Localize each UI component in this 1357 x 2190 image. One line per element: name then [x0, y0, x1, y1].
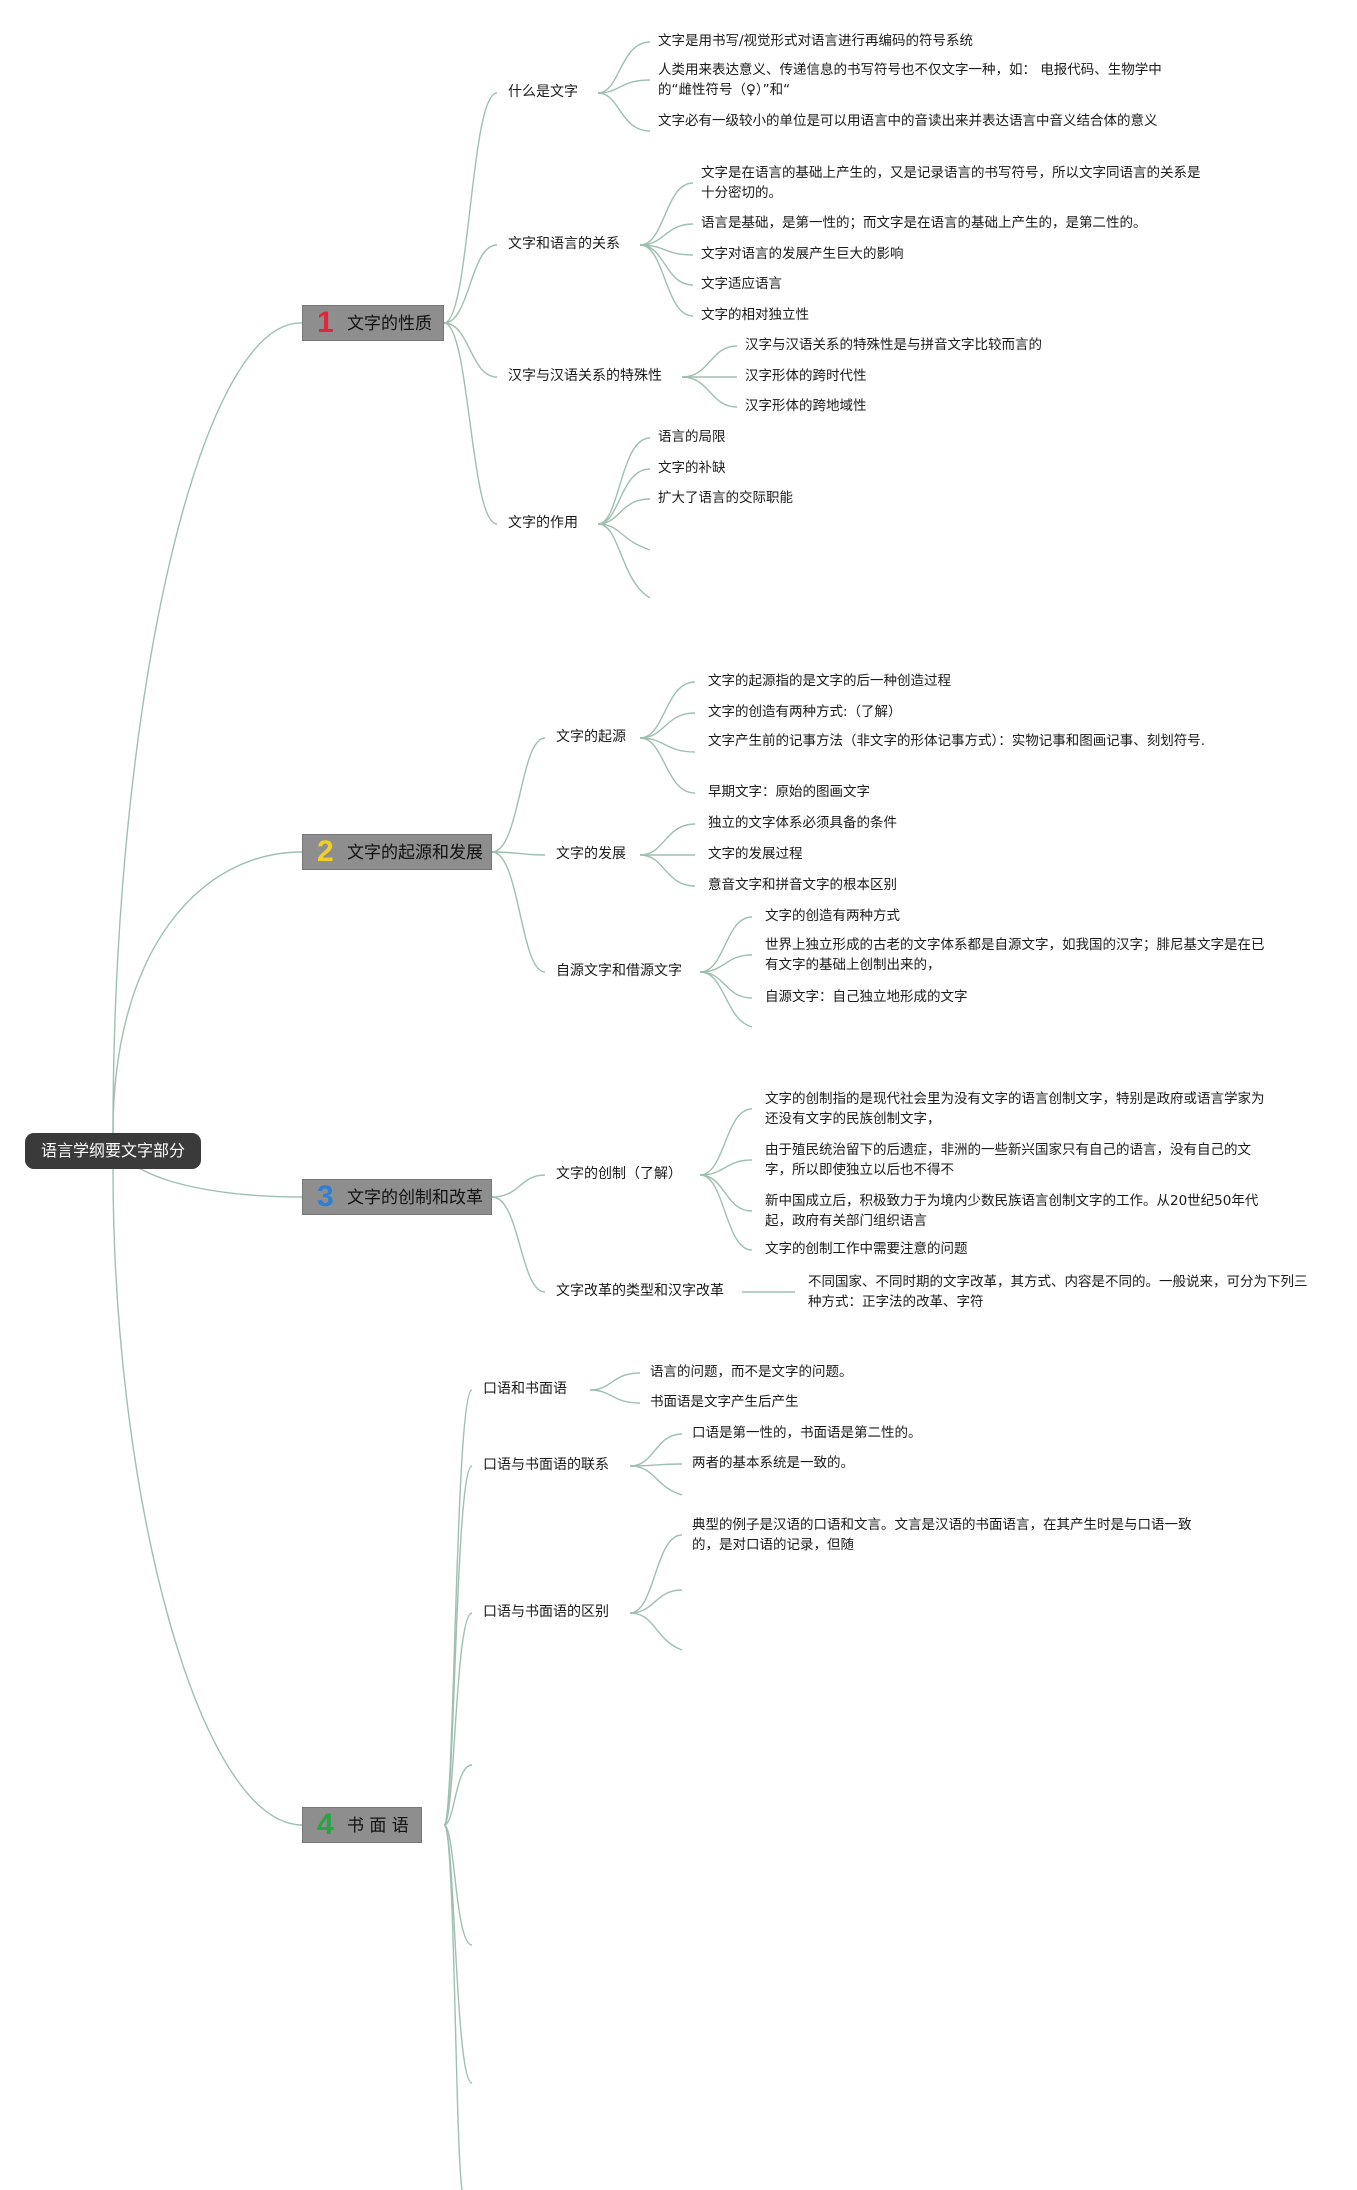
- leaf-node[interactable]: 文字的创造有两种方式: [765, 908, 900, 924]
- subtopic-writing-reform[interactable]: 文字改革的类型和汉字改革: [556, 1283, 724, 1299]
- leaf-node[interactable]: 两者的基本系统是一致的。: [692, 1455, 854, 1471]
- subtopic-writing-creation[interactable]: 文字的创制（了解）: [556, 1166, 682, 1182]
- subtopic-writing-origin[interactable]: 文字的起源: [556, 729, 626, 745]
- leaf-node[interactable]: 汉字形体的跨地域性: [745, 398, 867, 414]
- leaf-node[interactable]: 由于殖民统治留下的后遗症，非洲的一些新兴国家只有自己的语言，没有自己的文字，所以…: [765, 1142, 1251, 1178]
- main-topic-label: 文字的起源和发展: [347, 843, 483, 863]
- main-topic-4[interactable]: 4 书 面 语: [302, 1807, 422, 1843]
- leaf-node[interactable]: 文字的创制指的是现代社会里为没有文字的语言创制文字，特别是政府或语言学家为还没有…: [765, 1091, 1265, 1127]
- leaf-node[interactable]: 文字的创造有两种方式:（了解）: [708, 704, 902, 720]
- leaf-node[interactable]: 文字必有一级较小的单位是可以用语言中的音读出来并表达语言中音义结合体的意义: [658, 113, 1158, 129]
- leaf-node[interactable]: 书面语是文字产生后产生: [650, 1394, 799, 1410]
- leaf-node[interactable]: 文字产生前的记事方法（非文字的形体记事方式）：实物记事和图画记事、刻划符号.: [708, 733, 1206, 749]
- subtopic-writing-function[interactable]: 文字的作用: [508, 515, 578, 531]
- leaf-node[interactable]: 口语是第一性的，书面语是第二性的。: [692, 1425, 922, 1441]
- leaf-node[interactable]: 独立的文字体系必须具备的条件: [708, 815, 897, 831]
- leaf-node[interactable]: 文字是在语言的基础上产生的，又是记录语言的书写符号，所以文字同语言的关系是十分密…: [701, 165, 1201, 201]
- subtopic-self-borrowed-writing[interactable]: 自源文字和借源文字: [556, 963, 682, 979]
- leaf-node[interactable]: 扩大了语言的交际职能: [658, 490, 793, 506]
- leaf-node[interactable]: 文字的相对独立性: [701, 307, 809, 323]
- leaf-node[interactable]: 语言的局限: [658, 429, 726, 445]
- main-topic-label: 文字的性质: [347, 314, 432, 334]
- leaf-node[interactable]: 文字的发展过程: [708, 846, 803, 862]
- leaf-node[interactable]: 意音文字和拼音文字的根本区别: [708, 877, 897, 893]
- leaf-node[interactable]: 人类用来表达意义、传递信息的书写符号也不仅文字一种，如： 电报代码、生物学中的“…: [658, 62, 1162, 98]
- topic-number-4: 4: [317, 1808, 334, 1841]
- subtopic-hanzi-hanyu-specialness[interactable]: 汉字与汉语关系的特殊性: [508, 368, 662, 384]
- leaf-node[interactable]: 世界上独立形成的古老的文字体系都是自源文字，如我国的汉字；腓尼基文字是在已有文字…: [765, 937, 1265, 973]
- subtopic-writing-development[interactable]: 文字的发展: [556, 846, 626, 862]
- subtopic-spoken-written-link[interactable]: 口语与书面语的联系: [483, 1457, 609, 1473]
- main-topic-1[interactable]: 1 文字的性质: [302, 305, 444, 341]
- leaf-node[interactable]: 文字对语言的发展产生巨大的影响: [701, 246, 904, 262]
- topic-number-3: 3: [317, 1180, 334, 1213]
- leaf-node[interactable]: 典型的例子是汉语的口语和文言。文言是汉语的书面语言，在其产生时是与口语一致的，是…: [692, 1517, 1192, 1553]
- subtopic-spoken-written-diff[interactable]: 口语与书面语的区别: [483, 1604, 609, 1620]
- leaf-node[interactable]: 文字的起源指的是文字的后一种创造过程: [708, 673, 951, 689]
- subtopic-spoken-written[interactable]: 口语和书面语: [483, 1381, 567, 1397]
- leaf-node[interactable]: 汉字与汉语关系的特殊性是与拼音文字比较而言的: [745, 337, 1042, 353]
- topic-number-2: 2: [317, 835, 334, 868]
- leaf-node[interactable]: 新中国成立后，积极致力于为境内少数民族语言创制文字的工作。从20世纪50年代起，…: [765, 1193, 1259, 1229]
- leaf-node[interactable]: 文字的创制工作中需要注意的问题: [765, 1241, 968, 1257]
- leaf-node[interactable]: 语言的问题，而不是文字的问题。: [650, 1364, 853, 1380]
- main-topic-label: 书 面 语: [347, 1816, 409, 1836]
- root-topic[interactable]: 语言学纲要文字部分: [25, 1133, 201, 1169]
- leaf-node[interactable]: 文字适应语言: [701, 276, 782, 292]
- leaf-node[interactable]: 不同国家、不同时期的文字改革，其方式、内容是不同的。一般说来，可分为下列三种方式…: [808, 1274, 1308, 1310]
- main-topic-2[interactable]: 2 文字的起源和发展: [302, 834, 492, 870]
- topic-number-1: 1: [317, 306, 334, 339]
- leaf-node[interactable]: 文字的补缺: [658, 460, 726, 476]
- subtopic-writing-language-relation[interactable]: 文字和语言的关系: [508, 236, 620, 252]
- main-topic-3[interactable]: 3 文字的创制和改革: [302, 1179, 492, 1215]
- leaf-node[interactable]: 文字是用书写/视觉形式对语言进行再编码的符号系统: [658, 33, 974, 49]
- subtopic-what-is-writing[interactable]: 什么是文字: [508, 84, 578, 100]
- leaf-node[interactable]: 语言是基础，是第一性的；而文字是在语言的基础上产生的，是第二性的。: [701, 215, 1147, 231]
- leaf-node[interactable]: 汉字形体的跨时代性: [745, 368, 867, 384]
- leaf-node[interactable]: 自源文字：自己独立地形成的文字: [765, 989, 968, 1005]
- main-topic-label: 文字的创制和改革: [347, 1188, 483, 1208]
- leaf-node[interactable]: 早期文字：原始的图画文字: [708, 784, 870, 800]
